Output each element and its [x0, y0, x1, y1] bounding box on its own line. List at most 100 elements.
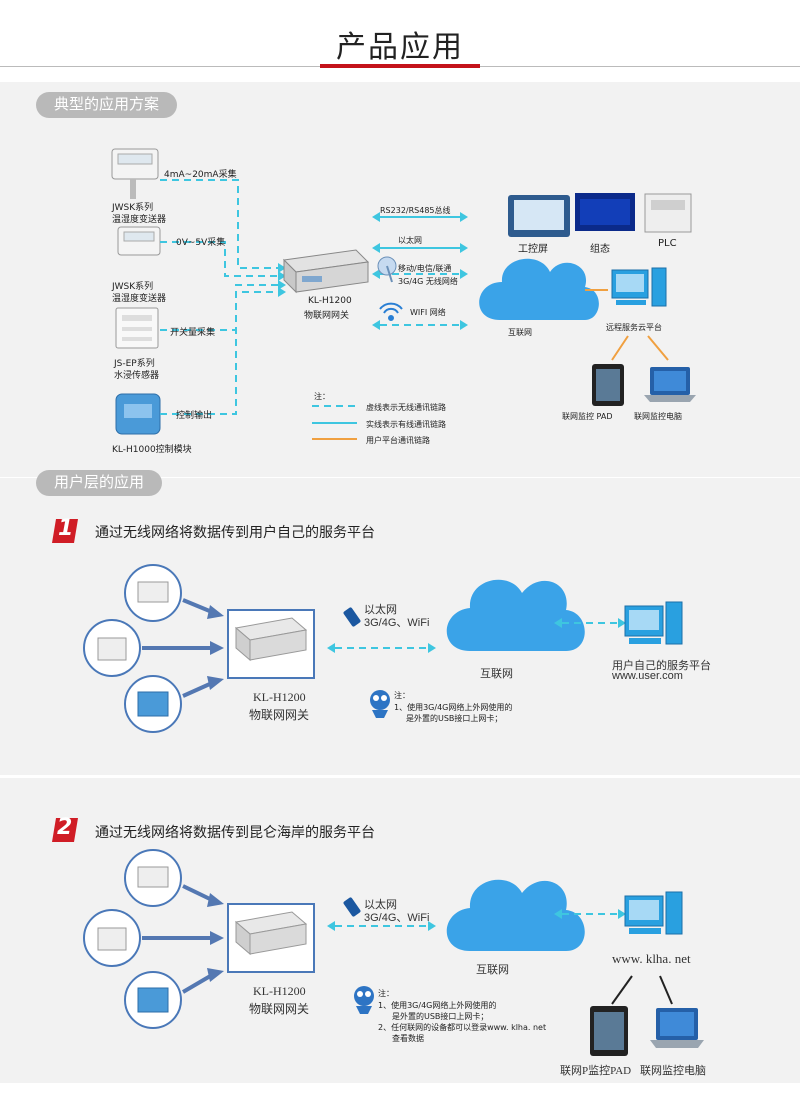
industrial-touchscreen [508, 195, 570, 237]
scada-software-screen [575, 193, 635, 231]
legend-title: 注： [314, 392, 330, 401]
sensor2-line2: 温湿度变送器 [112, 294, 167, 304]
case2-link-wireless: 3G/4G、WiFi [364, 912, 430, 924]
case1-server-url: www.user.com [612, 670, 683, 682]
case1-link-wireless: 3G/4G、WiFi [364, 617, 430, 629]
case1-sensors [83, 564, 182, 733]
case2-gateway [227, 903, 315, 973]
cloud-platform-label: 远程服务云平台 [606, 323, 662, 332]
water-leak-sensor [115, 307, 159, 349]
case2-signal-icon [343, 897, 361, 917]
sensor3-link-label: 开关量采集 [170, 328, 216, 338]
link-3g-4g: 3G/4G 无线网络 [398, 277, 458, 286]
sensor3-line1: JS-EP系列 [114, 359, 155, 369]
case1-note-line2: 是外置的USB接口上网卡； [406, 714, 503, 723]
antenna-icon [377, 256, 397, 283]
gateway-model: KL-H1200 [308, 296, 352, 306]
case1-sensor-arrows [142, 598, 213, 698]
case1-gateway [227, 609, 315, 679]
case1-gateway-name: 物联网网关 [249, 708, 310, 722]
case2-pad [590, 1006, 628, 1056]
case1-server-label: 用户自己的服务平台 [612, 660, 711, 672]
case1-server-computer [624, 601, 683, 645]
link-rs232-rs485: RS232/RS485总线 [380, 206, 451, 215]
case1-cloud-label: 互联网 [480, 668, 513, 680]
case2-arrowheads [207, 893, 224, 982]
case2-cloud [446, 879, 585, 951]
sensor2-link-label: 0V~5V采集 [176, 238, 226, 248]
case2-server-computer [624, 891, 683, 935]
link-wifi: WIFI 网络 [410, 308, 446, 317]
case2-diagram [83, 849, 704, 1056]
case1-signal-icon [343, 607, 361, 627]
sensor-wireless-links [160, 179, 278, 415]
sensor1-link-label: 4mA~20mA采集 [164, 170, 237, 180]
case2-note-bird-icon [354, 986, 374, 1014]
temperature-humidity-sensor-1 [111, 148, 159, 199]
case2-laptop [650, 1008, 704, 1048]
sensor3-line2: 水浸传感器 [114, 371, 160, 381]
case1-gateway-model: KL-H1200 [253, 690, 306, 704]
page-title: 产品应用 [336, 30, 464, 65]
section1-pill: 典型的应用方案 [36, 92, 178, 118]
device-plc-label: PLC [658, 238, 677, 249]
case2-client-links [611, 975, 673, 1005]
case1-note-bird-icon [370, 690, 390, 718]
case2-note-title: 注： [378, 989, 394, 998]
case2-client-pc-label: 联网监控电脑 [640, 1065, 706, 1077]
case1-number: 1 [58, 516, 74, 541]
monitoring-pad [592, 364, 624, 406]
case2-note-line1: 1、使用3G/4G网络上外网使用的 [378, 1001, 497, 1010]
client-pad-label: 联网监控 PAD [562, 412, 613, 421]
case2-server-url: www. klha. net [612, 951, 691, 966]
case1-diagram [83, 564, 683, 733]
device-touchscreen-label: 工控屏 [518, 244, 548, 255]
internet-cloud [479, 258, 599, 320]
legend-wireless: 虚线表示无线通讯链路 [366, 403, 446, 412]
case2-note-line4: 查看数据 [392, 1034, 424, 1043]
case2-sensors [83, 849, 182, 1029]
case2-client-pad-label: 联网P监控PAD [560, 1065, 632, 1077]
legend-swatches [312, 405, 357, 440]
case1-note-line1: 1、使用3G/4G网络上外网使用的 [394, 703, 513, 712]
case1-number-badge [52, 519, 78, 543]
case2-heading: 通过无线网络将数据传到昆仑海岸的服务平台 [95, 824, 375, 840]
case2-server-link-arrowheads [554, 909, 626, 919]
platform-links [585, 289, 669, 361]
cloud-platform-computer [611, 267, 667, 307]
monitoring-laptop [644, 367, 696, 402]
link-mobile-carriers: 移动/电信/联通 [398, 264, 452, 273]
case2-sensor-arrows [142, 884, 214, 994]
title-accent-bar [320, 64, 480, 68]
case2-note-line3: 2、任何联网的设备都可以登录www. klha. net [378, 1023, 547, 1032]
cloud-label: 互联网 [508, 328, 532, 337]
case2-gateway-name: 物联网网关 [249, 1002, 310, 1016]
case2-link-ethernet: 以太网 [364, 899, 397, 911]
case2-note-line2: 是外置的USB接口上网卡； [392, 1012, 489, 1021]
plc-device [644, 193, 692, 233]
temperature-humidity-sensor-2 [117, 226, 161, 256]
case1-link-ethernet: 以太网 [364, 604, 397, 616]
case2-number-badge [52, 818, 78, 842]
client-pc-label: 联网监控电脑 [634, 412, 682, 421]
gateway-name: 物联网网关 [304, 311, 350, 321]
wifi-icon [379, 302, 403, 321]
uplink-arrowheads [372, 212, 468, 330]
case1-cloud [446, 579, 585, 651]
sensor-link-arrowheads [278, 263, 286, 297]
sensor4-link-label: 控制输出 [176, 411, 213, 421]
case2-cloud-label: 互联网 [476, 964, 509, 976]
section2-pill: 用户层的应用 [36, 470, 163, 496]
case1-heading: 通过无线网络将数据传到用户自己的服务平台 [95, 524, 375, 540]
legend-wired: 实线表示有线通讯链路 [366, 420, 446, 429]
device-scada-label: 组态 [590, 244, 610, 255]
case2-gateway-model: KL-H1200 [253, 984, 306, 998]
sensor4-line1: KL-H1000控制模块 [112, 445, 192, 455]
case1-server-link-arrowheads [554, 618, 626, 628]
sensor2-line1: JWSK系列 [112, 282, 154, 292]
case1-note-title: 注： [394, 691, 410, 700]
case2-number: 2 [57, 815, 73, 840]
link-ethernet: 以太网 [398, 236, 422, 245]
gateway-uplinks [380, 216, 460, 326]
legend-platform: 用户平台通讯链路 [366, 436, 430, 445]
